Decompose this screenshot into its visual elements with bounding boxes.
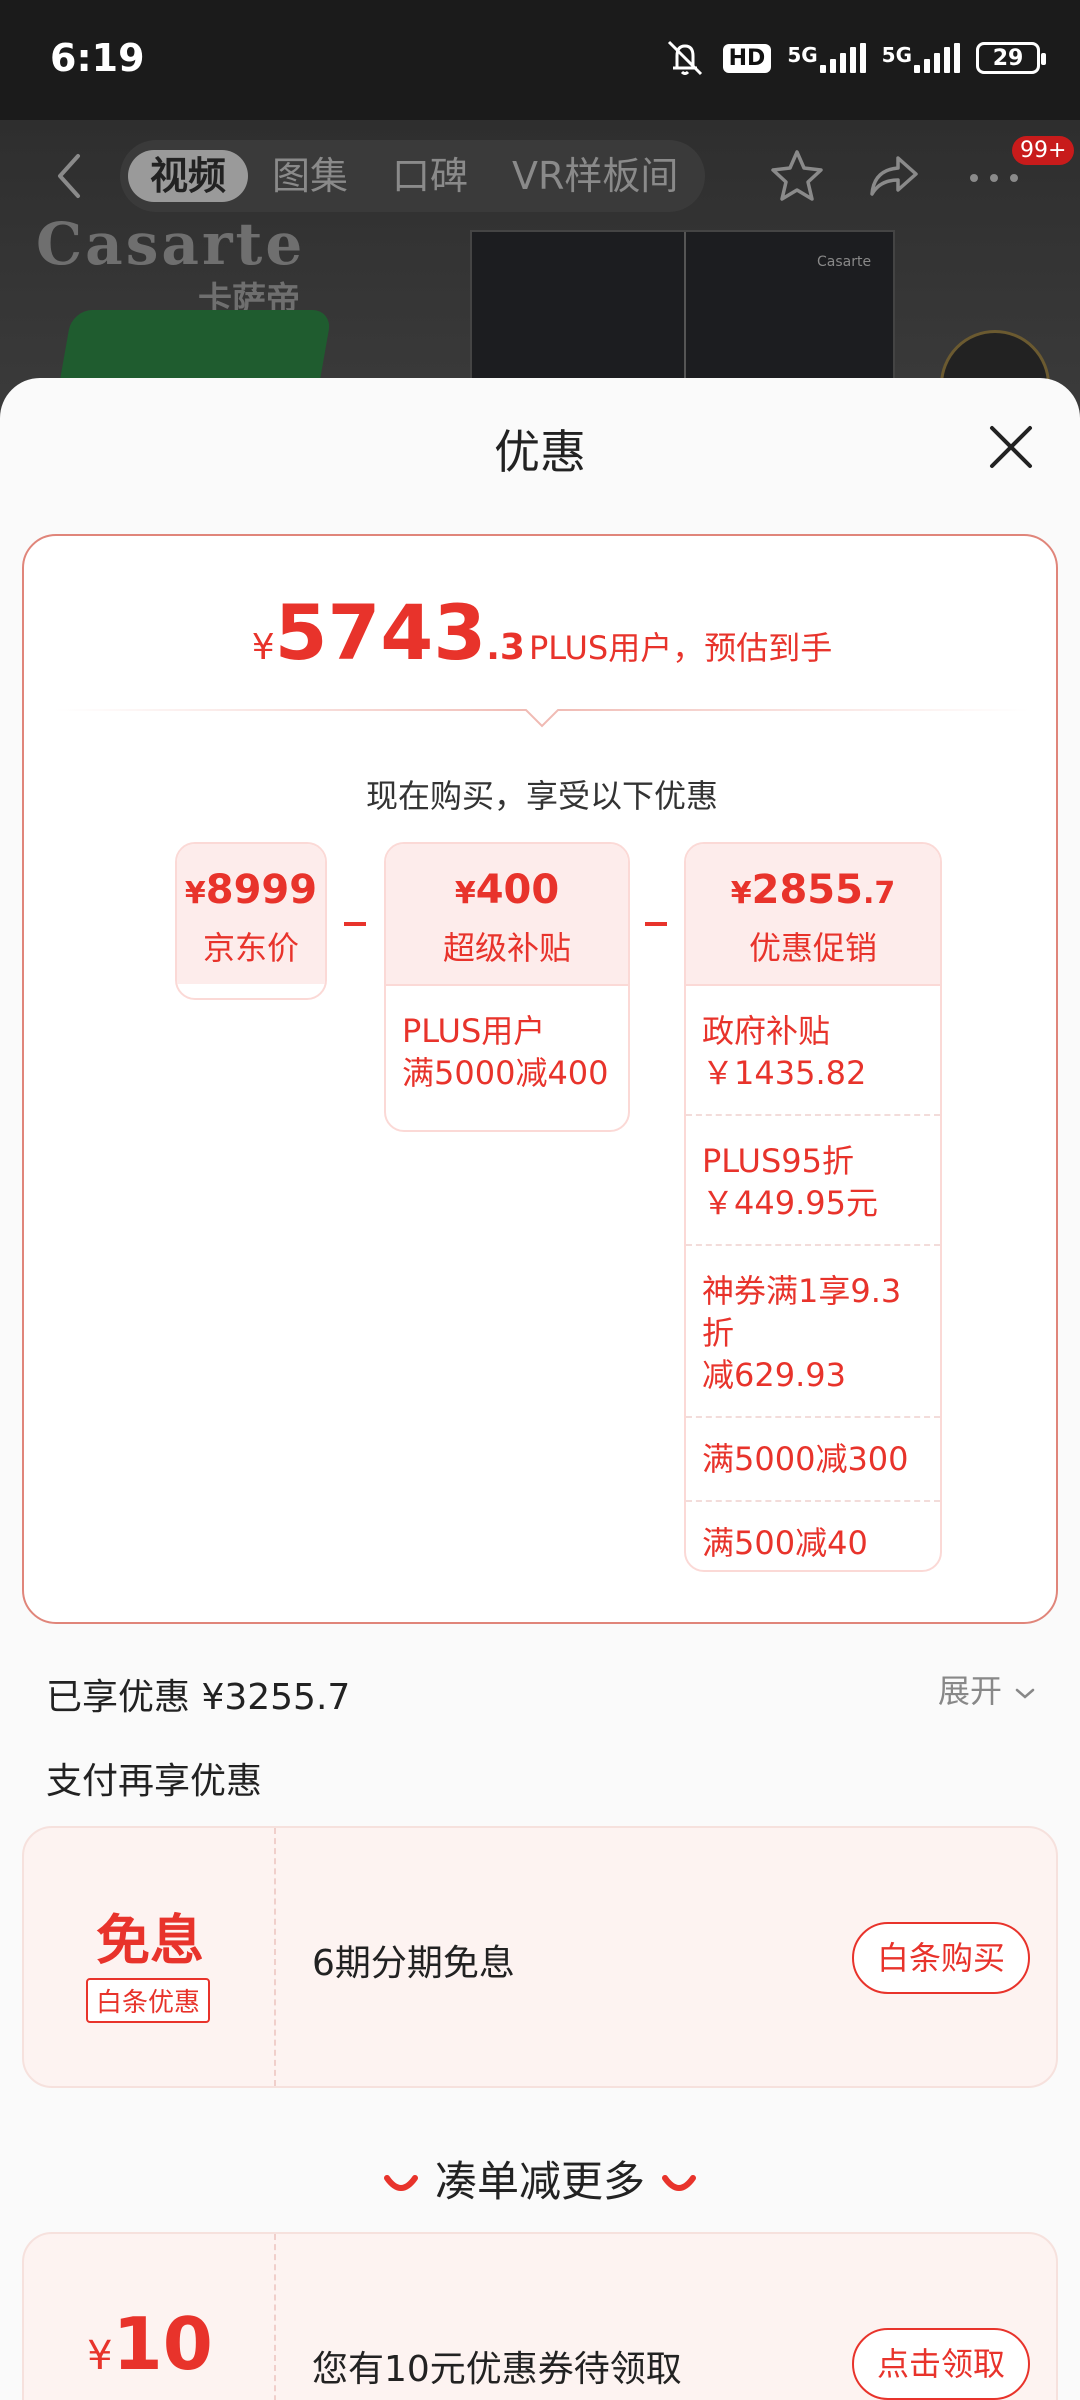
tab-gallery[interactable]: 图集 (272, 154, 349, 198)
network-type-label: 5G (787, 43, 818, 67)
promotion-head: ¥2855.7 优惠促销 (686, 844, 940, 984)
subsidy-currency: ¥ (454, 876, 476, 911)
promotion-item-coupon: 神券满1享9.3折 减629.93 (686, 1244, 940, 1416)
tab-reviews[interactable]: 口碑 (392, 154, 469, 198)
pay-more-heading: 支付再享优惠 (46, 1761, 263, 1802)
baitiao-buy-button[interactable]: 白条购买 (852, 1922, 1030, 1994)
final-price-note: PLUS用户，预估到手 (528, 629, 833, 667)
jd-price-currency: ¥ (184, 876, 206, 911)
promotion-item-line: ￥449.95元 (702, 1184, 878, 1222)
subsidy-value: 400 (475, 867, 560, 913)
media-tabs: 视频 图集 口碑 VR样板间 (120, 140, 705, 212)
claim-coupon-button[interactable]: 点击领取 (852, 2328, 1030, 2400)
more-icon[interactable] (962, 144, 1026, 208)
promotion-item-line: 满500减40 (702, 1524, 868, 1562)
sheet-title: 优惠 (494, 425, 586, 479)
battery-icon: 29 (976, 42, 1046, 74)
installment-offer-card: 免息 白条优惠 6期分期免息 白条购买 (22, 1826, 1058, 2088)
silent-icon (663, 38, 707, 78)
subsidy-column: ¥400 超级补贴 PLUS用户 满5000减400 (384, 842, 630, 1132)
coupon-currency: ¥ (87, 2333, 113, 2379)
subsidy-item-line: 满5000减400 (402, 1054, 609, 1092)
product-nav-bar: 视频 图集 口碑 VR样板间 99+ (0, 130, 1080, 220)
installment-title: 免息 (96, 1909, 204, 1972)
coupon-offer-card: ¥10 您有10元优惠券待领取 点击领取 (22, 2232, 1058, 2400)
notification-badge: 99+ (1012, 136, 1075, 165)
signal-icon-2: 5G (882, 43, 960, 73)
promotion-item-line: PLUS95折 (702, 1142, 854, 1180)
subsidy-item: PLUS用户 满5000减400 (386, 984, 628, 1114)
promotion-item-line: 神券满1享9.3折 (702, 1272, 902, 1352)
coupon-desc: 您有10元优惠券待领取 (312, 2349, 682, 2390)
smile-icon (662, 2174, 696, 2191)
promotion-item-line: 政府补贴 (702, 1012, 831, 1050)
brand-logo: Casarte (36, 210, 306, 278)
promotion-column: ¥2855.7 优惠促销 政府补贴 ￥1435.82 PLUS95折 ￥449.… (684, 842, 942, 1572)
close-icon[interactable] (986, 422, 1036, 472)
promotion-label: 优惠促销 (748, 929, 877, 967)
installment-offer-left: 免息 白条优惠 (24, 1828, 276, 2086)
promotion-decimal: .7 (862, 876, 896, 911)
expand-label: 展开 (938, 1672, 1003, 1710)
subsidy-head: ¥400 超级补贴 (386, 844, 628, 984)
enjoyed-discount: 已享优惠 ¥3255.7 (46, 1677, 351, 1718)
coupon-offer-left: ¥10 (24, 2234, 276, 2400)
status-bar: 6:19 HD 5G 5G 29 (0, 0, 1080, 120)
expand-button[interactable]: 展开 (938, 1666, 1038, 1712)
status-time: 6:19 (50, 36, 145, 80)
tab-vr-showroom[interactable]: VR样板间 (512, 154, 679, 198)
installment-tag: 白条优惠 (86, 1978, 211, 2023)
installment-desc: 6期分期免息 (312, 1943, 515, 1984)
divider-arrow (54, 709, 1030, 728)
jd-price-column: ¥8999 京东价 (175, 842, 327, 1000)
hd-icon: HD (722, 43, 772, 73)
promotion-item-full-reduction-300: 满5000减300 (686, 1416, 940, 1500)
fridge-label: Casarte (817, 254, 872, 270)
tab-video[interactable]: 视频 (128, 150, 249, 202)
promotion-item-line: ￥1435.82 (702, 1054, 867, 1092)
jd-price-head: ¥8999 京东价 (177, 844, 325, 984)
signal-icon: 5G (787, 43, 866, 73)
smile-icon (383, 2174, 418, 2191)
promotion-item-line: 减629.93 (702, 1356, 846, 1394)
promotion-currency: ¥ (730, 876, 752, 911)
more-discounts-label: 凑单减更多 (434, 2157, 645, 2206)
status-icons: HD 5G 5G 29 (663, 38, 1046, 78)
chevron-down-icon (1015, 1688, 1035, 1699)
coupon-value: ¥10 (24, 2302, 276, 2386)
final-price-integer: 5743 (274, 588, 487, 677)
promotion-item-line: 满5000减300 (702, 1440, 909, 1478)
final-price-currency: ¥ (251, 627, 275, 668)
final-price-decimal: .3 (486, 627, 525, 668)
promotion-item-full-reduction-40: 满500减40 (686, 1500, 940, 1570)
back-icon[interactable] (50, 148, 90, 204)
subsidy-item-line: PLUS用户 (402, 1012, 546, 1050)
network-type-label-2: 5G (881, 43, 912, 67)
minus-sign (645, 922, 667, 926)
promotion-item-gov-subsidy: 政府补贴 ￥1435.82 (686, 984, 940, 1114)
promotion-item-plus95: PLUS95折 ￥449.95元 (686, 1114, 940, 1244)
star-icon[interactable] (765, 144, 829, 208)
coupon-amount: 10 (112, 2302, 213, 2386)
minus-sign (344, 922, 366, 926)
share-icon[interactable] (862, 144, 926, 208)
jd-price-value: 8999 (205, 867, 318, 913)
jd-price-label: 京东价 (202, 929, 299, 967)
more-discounts-heading: 凑单减更多 (0, 2148, 1080, 2209)
subsidy-label: 超级补贴 (442, 929, 571, 967)
buy-note: 现在购买，享受以下优惠 (365, 777, 718, 815)
promotion-value: 2855 (751, 867, 863, 913)
